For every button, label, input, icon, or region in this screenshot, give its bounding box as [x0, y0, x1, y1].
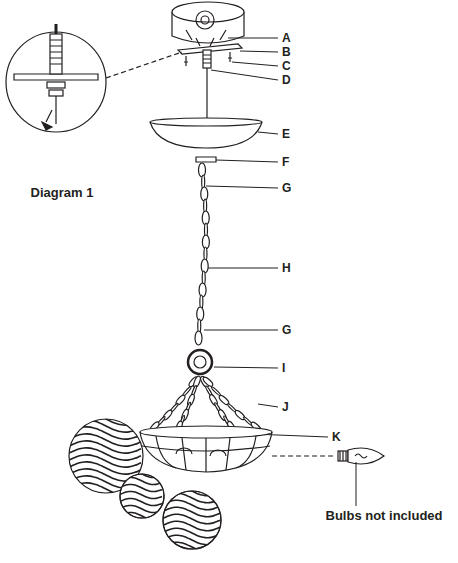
- detail-circle: [6, 24, 182, 132]
- callout-letter: G: [282, 181, 291, 195]
- callout-letter: B: [282, 45, 291, 59]
- canopy: [150, 118, 262, 148]
- callout-letter: A: [282, 31, 291, 45]
- callout-letter: J: [282, 400, 289, 414]
- note-text: Bulbs not included: [326, 509, 443, 523]
- callout-letter: G: [282, 323, 291, 337]
- callout-letter: K: [332, 430, 341, 444]
- canopy-collar: [196, 157, 216, 162]
- leader-lines: [204, 38, 328, 437]
- bulb: [272, 448, 384, 506]
- mounting-strap: [178, 44, 242, 120]
- note-text: Diagram 1: [31, 186, 94, 200]
- callout-letter: C: [282, 59, 291, 73]
- callout-letter: I: [282, 361, 285, 375]
- support-chains: [149, 375, 262, 433]
- junction-box: [172, 2, 244, 46]
- callout-letter: H: [282, 261, 291, 275]
- callout-letter: F: [282, 155, 289, 169]
- basket: [140, 426, 272, 472]
- ring: [188, 350, 212, 374]
- callout-letter: E: [282, 127, 290, 141]
- chain: [195, 163, 209, 345]
- callout-letter: D: [282, 73, 291, 87]
